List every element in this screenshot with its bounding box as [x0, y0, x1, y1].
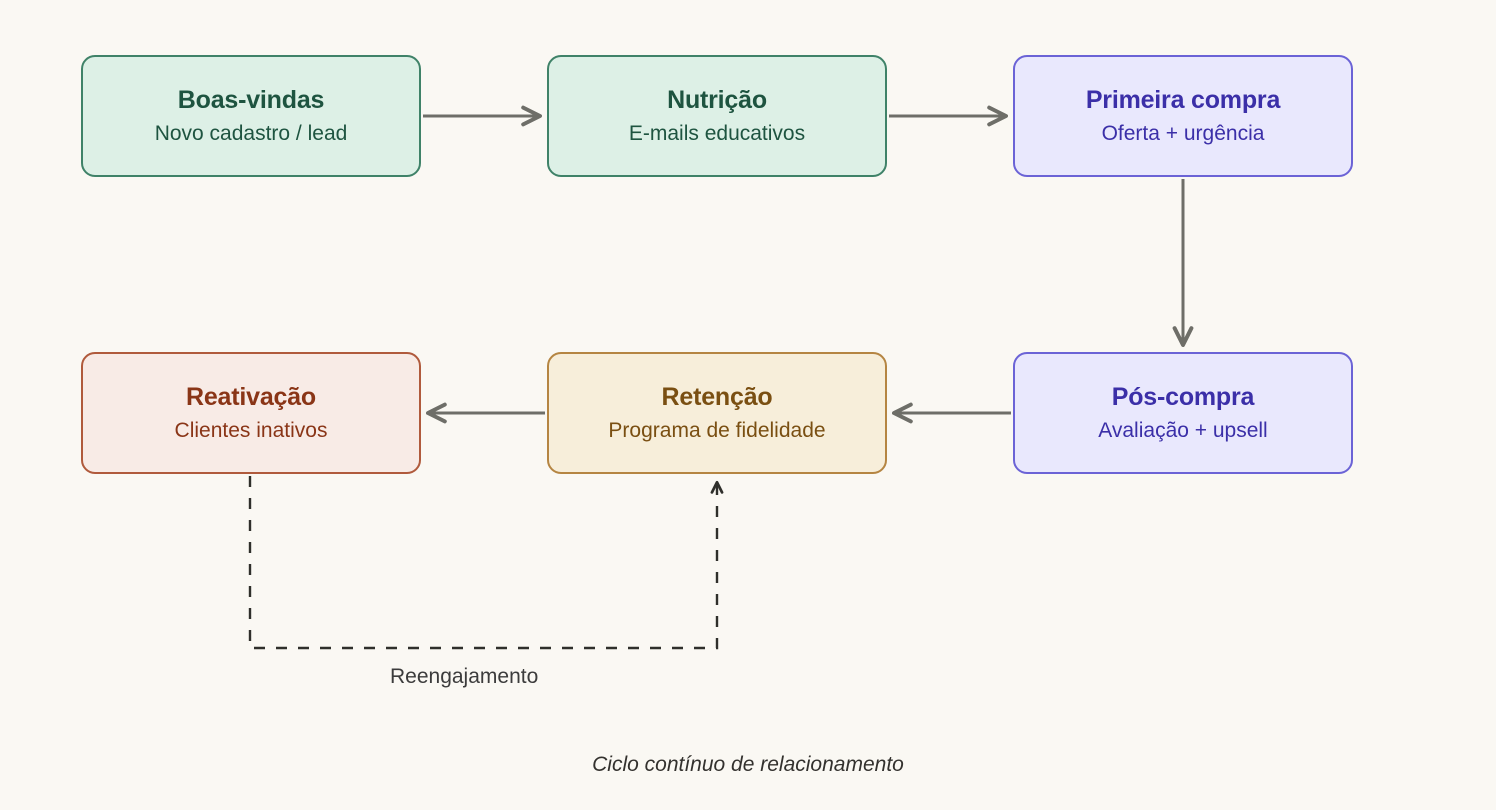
node-retencao[interactable]: Retenção Programa de fidelidade — [547, 352, 887, 474]
node-subtitle: E-mails educativos — [628, 121, 806, 145]
node-title: Boas-vindas — [177, 86, 325, 115]
node-nutricao[interactable]: Nutrição E-mails educativos — [547, 55, 887, 177]
node-title: Primeira compra — [1085, 86, 1281, 115]
node-boas-vindas[interactable]: Boas-vindas Novo cadastro / lead — [81, 55, 421, 177]
node-title: Reativação — [185, 383, 317, 412]
edge-label-reengajamento: Reengajamento — [390, 665, 539, 688]
node-reativacao[interactable]: Reativação Clientes inativos — [81, 352, 421, 474]
node-title: Retenção — [661, 383, 773, 412]
node-subtitle: Oferta + urgência — [1101, 121, 1265, 145]
node-subtitle: Novo cadastro / lead — [154, 121, 348, 145]
node-subtitle: Clientes inativos — [174, 418, 328, 442]
node-primeira-compra[interactable]: Primeira compra Oferta + urgência — [1013, 55, 1353, 177]
node-title: Nutrição — [667, 86, 767, 115]
node-pos-compra[interactable]: Pós-compra Avaliação + upsell — [1013, 352, 1353, 474]
diagram-caption: Ciclo contínuo de relacionamento — [592, 753, 904, 776]
node-subtitle: Avaliação + upsell — [1098, 418, 1268, 442]
edge-reativacao-retencao-dashed — [248, 476, 724, 650]
node-subtitle: Programa de fidelidade — [608, 418, 826, 442]
node-title: Pós-compra — [1111, 383, 1255, 412]
